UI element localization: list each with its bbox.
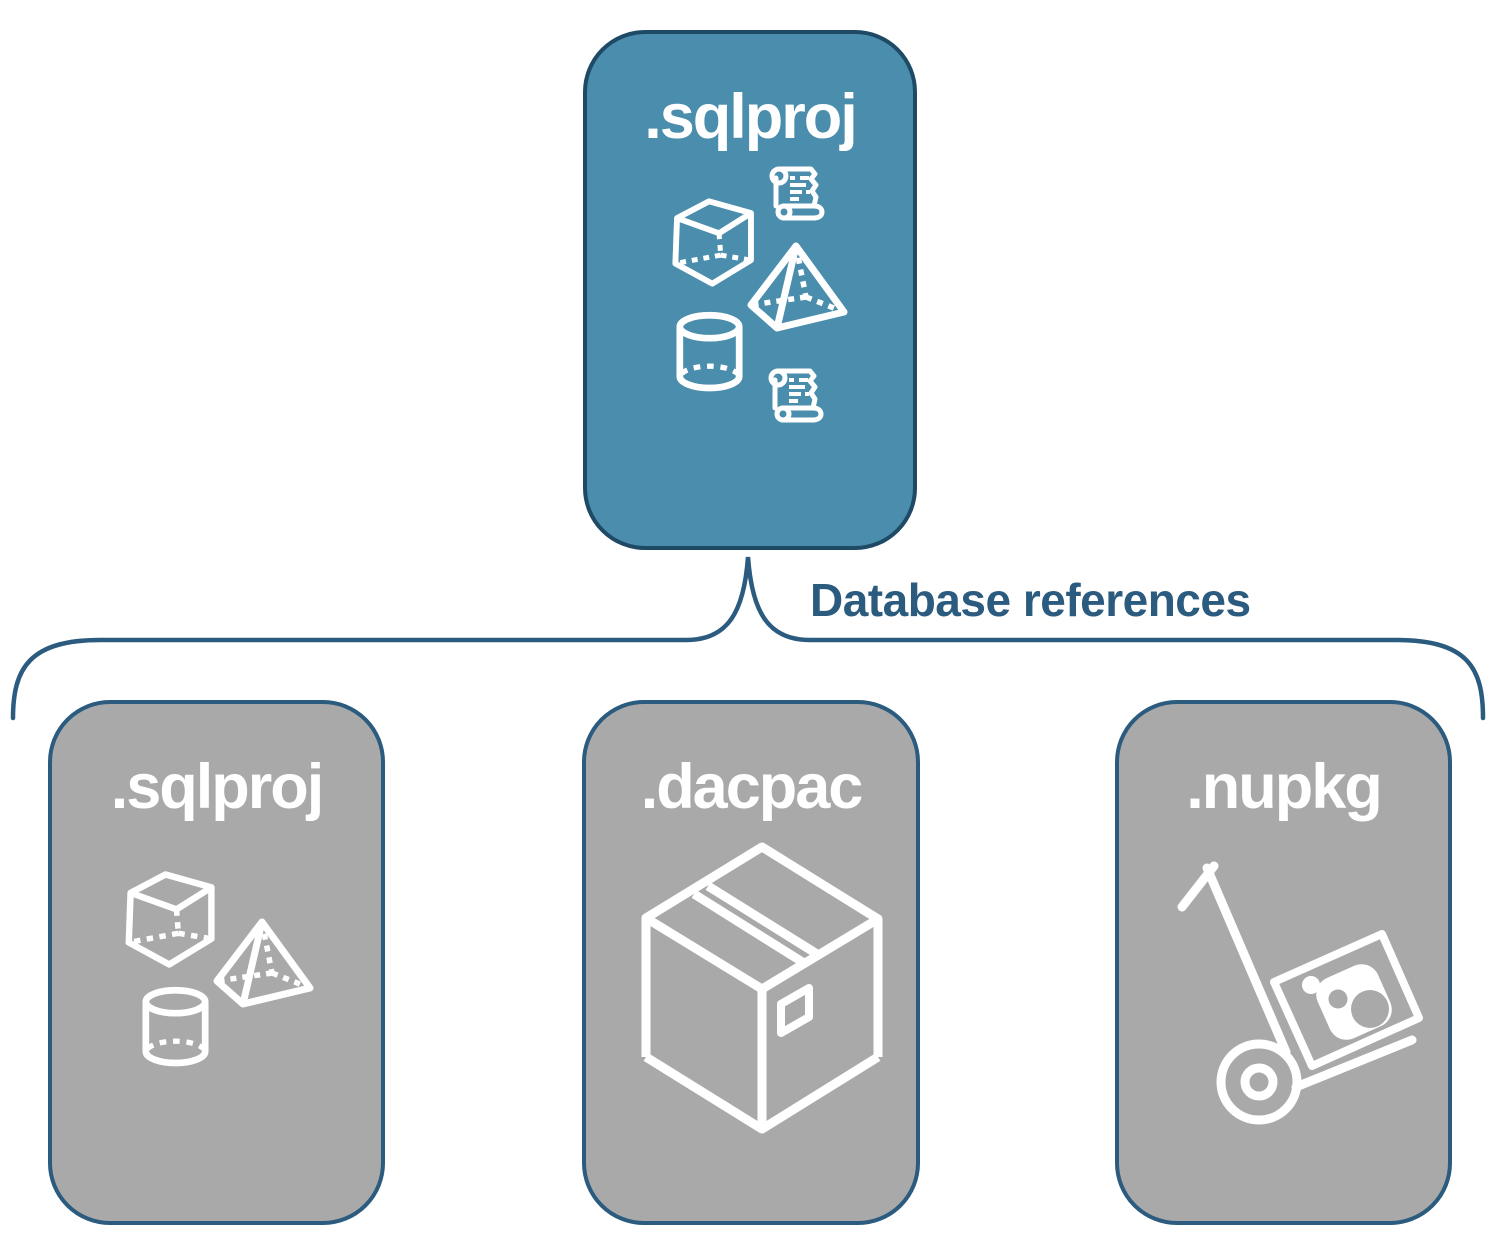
pyramid-icon	[747, 242, 848, 332]
node-nupkg-ref: .nupkg	[1115, 700, 1452, 1225]
cylinder-icon	[142, 986, 209, 1067]
pyramid-icon	[213, 918, 314, 1008]
scroll-icon	[768, 368, 824, 423]
node-title: .dacpac	[640, 752, 864, 822]
cube-icon	[672, 198, 754, 287]
node-title: .nupkg	[1186, 752, 1382, 822]
node-dacpac-ref: .dacpac	[582, 700, 920, 1225]
nuget-dolly-icon	[1177, 861, 1423, 1125]
scroll-icon	[769, 166, 825, 221]
package-box-icon	[641, 842, 883, 1134]
connector-label: Database references	[810, 574, 1251, 626]
brace-connector	[10, 556, 1486, 721]
node-title: .sqlproj	[644, 82, 858, 152]
node-sqlproj-ref: .sqlproj	[48, 700, 385, 1225]
node-title: .sqlproj	[110, 752, 325, 822]
cylinder-icon	[676, 311, 743, 392]
node-sqlproj-top: .sqlproj	[583, 30, 917, 550]
cube-icon	[125, 871, 215, 968]
